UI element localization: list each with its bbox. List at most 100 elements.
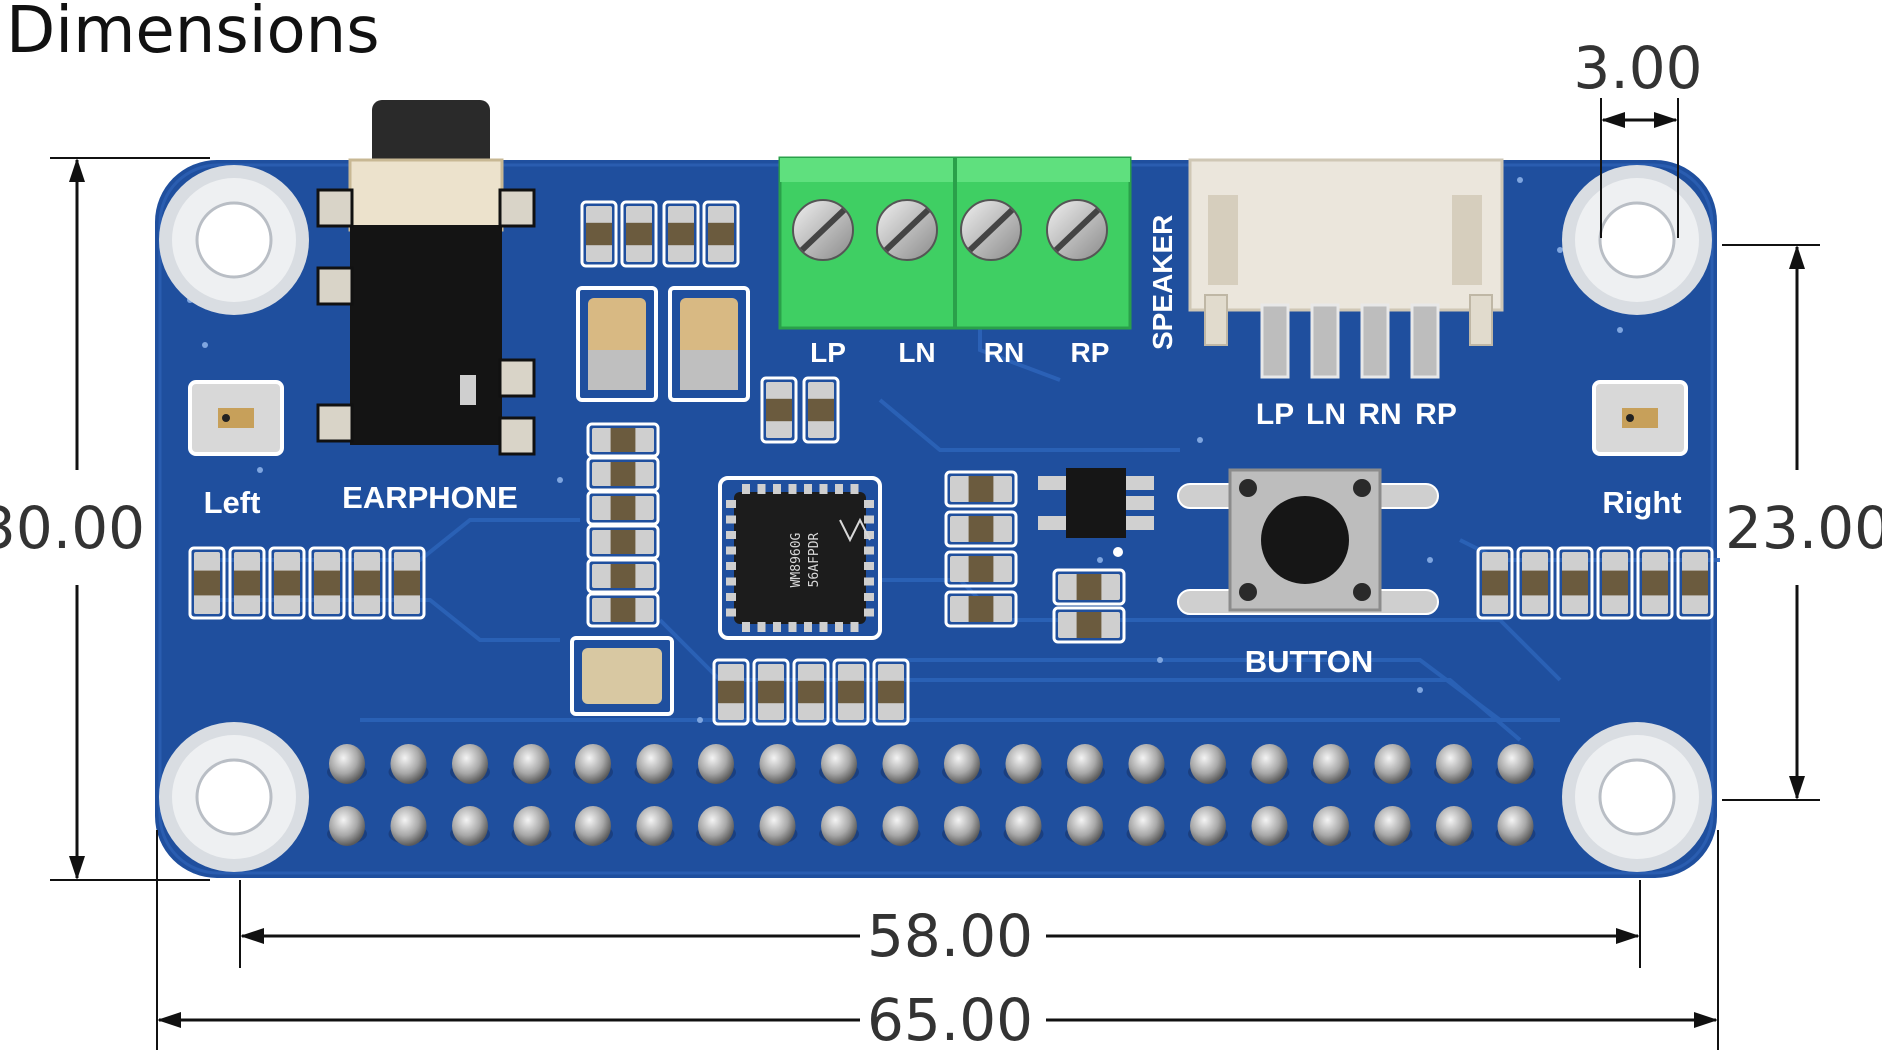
- gpio-header: [327, 744, 1536, 846]
- smd-component: [388, 546, 426, 620]
- speaker-connector: [1188, 158, 1504, 379]
- smd-component: [268, 546, 306, 620]
- gpio-pin: [757, 806, 798, 846]
- gpio-pin: [942, 806, 982, 846]
- smd-component: [188, 546, 226, 620]
- gpio-pin: [450, 744, 490, 784]
- capacitor-group: [576, 286, 750, 402]
- gpio-pin: [819, 806, 859, 846]
- terminal-label-ln: LN: [898, 337, 935, 368]
- mounting-hole-bottom-right: [1562, 722, 1712, 872]
- dimension-hole-spacing-horizontal: 58.00: [239, 880, 1641, 970]
- smd-component: [792, 658, 830, 726]
- gpio-pin: [511, 806, 552, 846]
- crystal-oscillator: [570, 636, 674, 716]
- gpio-pin: [1311, 744, 1351, 784]
- tactile-button: [1177, 468, 1439, 615]
- connector-label-rn: RN: [1358, 398, 1401, 431]
- gpio-pin: [388, 744, 429, 784]
- gpio-pin: [511, 744, 552, 784]
- gpio-pin: [1126, 806, 1167, 846]
- smd-component: [944, 590, 1018, 628]
- smd-component: [308, 546, 346, 620]
- transistor: [1038, 468, 1154, 557]
- gpio-pin: [1249, 744, 1290, 784]
- terminal-label-rp: RP: [1071, 337, 1110, 368]
- gpio-pin: [573, 744, 613, 784]
- left-microphone: [188, 380, 284, 456]
- smd-component: [586, 490, 660, 526]
- smd-component: [1516, 546, 1554, 620]
- mounting-hole-top-right: [1562, 165, 1712, 315]
- dimension-hole-spacing-vertical-value: 23.00: [1725, 494, 1882, 562]
- gpio-pin: [1434, 744, 1474, 784]
- chip-marking-line2: 56AFPDR: [807, 532, 822, 587]
- smd-component: [586, 524, 660, 560]
- smd-component: [752, 658, 790, 726]
- smd-component: [586, 558, 660, 594]
- dimension-hole-diameter: 3.00: [1573, 34, 1703, 238]
- dimension-board-width: 65.00: [156, 830, 1719, 1054]
- silkscreen-labels: LP LN RN RP SPEAKER LP LN RN RP EARPHONE…: [204, 215, 1682, 679]
- left-label: Left: [204, 485, 261, 520]
- gpio-pin: [1188, 806, 1228, 846]
- gpio-pin: [1003, 744, 1044, 784]
- smd-component: [944, 470, 1018, 508]
- gpio-pin: [1065, 806, 1105, 846]
- right-label: Right: [1602, 485, 1681, 520]
- smd-component: [586, 422, 660, 458]
- terminal-label-rn: RN: [984, 337, 1024, 368]
- earphone-label: EARPHONE: [342, 480, 518, 515]
- smd-component: [1596, 546, 1634, 620]
- dimension-hole-diameter-value: 3.00: [1573, 34, 1702, 102]
- smd-component: [1636, 546, 1674, 620]
- smd-component: [1476, 546, 1514, 620]
- dimension-hole-spacing-vertical: 23.00: [1722, 244, 1882, 801]
- connector-label-lp: LP: [1256, 398, 1294, 431]
- gpio-pin: [696, 744, 736, 784]
- smd-component: [760, 376, 798, 444]
- speaker-terminal-block: [778, 156, 1132, 330]
- smd-component: [1676, 546, 1714, 620]
- smd-component: [802, 376, 840, 444]
- smd-component: [580, 200, 618, 268]
- smd-component: [712, 658, 750, 726]
- smd-component: [620, 200, 658, 268]
- gpio-pin: [1188, 744, 1228, 784]
- smd-component: [662, 200, 700, 268]
- smd-component: [586, 592, 660, 628]
- gpio-pin: [1003, 806, 1044, 846]
- gpio-pin: [880, 744, 921, 784]
- smd-component: [1052, 568, 1126, 606]
- mounting-hole-top-left: [159, 165, 309, 315]
- mounting-hole-bottom-left: [159, 722, 309, 872]
- gpio-pin: [1495, 806, 1536, 846]
- dimension-board-height: 30.00: [0, 157, 210, 881]
- gpio-pin: [450, 806, 490, 846]
- smd-component: [348, 546, 386, 620]
- gpio-pin: [327, 744, 367, 784]
- button-label: BUTTON: [1245, 644, 1374, 679]
- gpio-pin: [1249, 806, 1290, 846]
- gpio-pin: [573, 806, 613, 846]
- gpio-pin: [1372, 806, 1413, 846]
- passive-components: [188, 200, 1714, 726]
- smd-component: [702, 200, 740, 268]
- gpio-pin: [1311, 806, 1351, 846]
- connector-label-ln: LN: [1306, 398, 1346, 431]
- gpio-pin: [388, 806, 429, 846]
- gpio-pin: [880, 806, 921, 846]
- codec-chip: WM8960G 56AFPDR: [718, 476, 882, 640]
- dimension-board-width-value: 65.00: [867, 986, 1033, 1054]
- chip-marking-line1: WM8960G: [789, 532, 804, 587]
- gpio-pin: [757, 744, 798, 784]
- gpio-pin: [1372, 744, 1413, 784]
- gpio-pin: [634, 806, 675, 846]
- smd-component: [1052, 606, 1126, 644]
- dimension-board-height-value: 30.00: [0, 494, 145, 562]
- smd-component: [1556, 546, 1594, 620]
- smd-component: [944, 550, 1018, 588]
- smd-component: [944, 510, 1018, 548]
